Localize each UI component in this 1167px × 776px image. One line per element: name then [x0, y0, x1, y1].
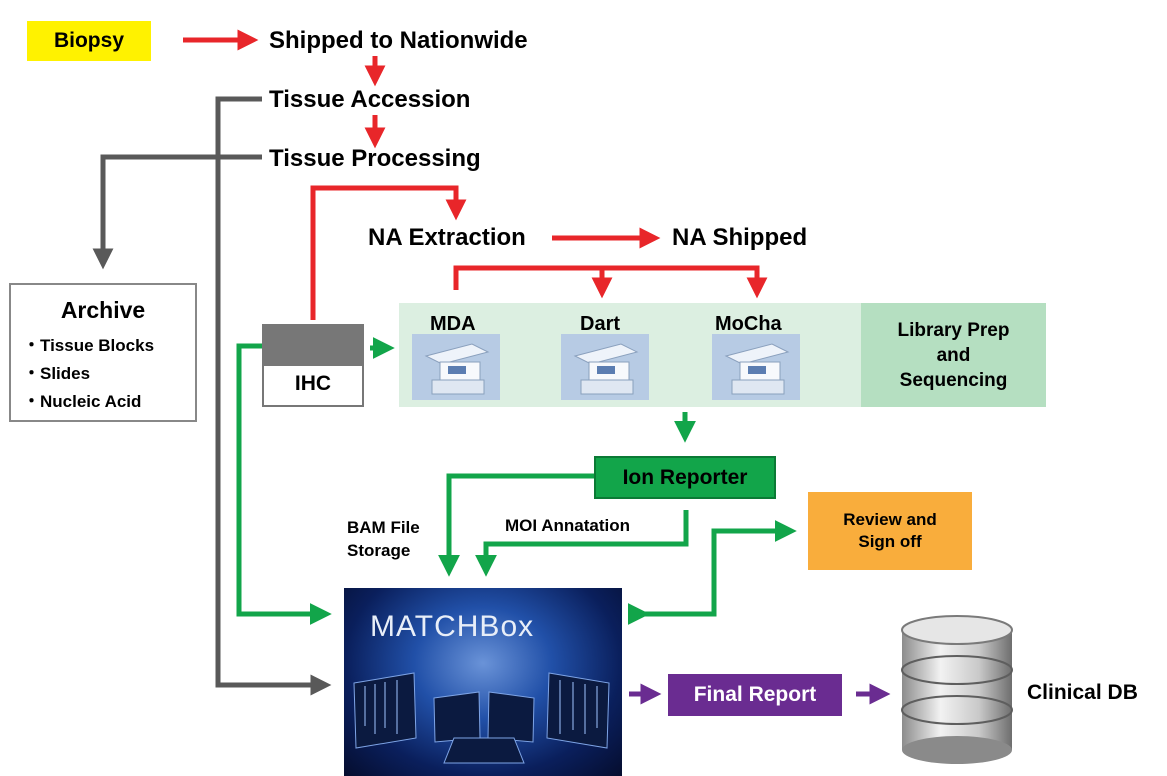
biopsy-box: Biopsy — [27, 21, 151, 61]
bam-storage-label: BAM File Storage — [347, 518, 420, 560]
archive-item: ・Tissue Blocks — [23, 336, 155, 355]
na-extraction-label: NA Extraction — [368, 224, 526, 251]
library-prep-label: Library Prep and Sequencing — [897, 319, 1010, 391]
matchbox-image: MATCHBox — [344, 588, 622, 776]
archive-item: ・Nucleic Acid — [23, 392, 142, 411]
ion-reporter-label: Ion Reporter — [622, 465, 748, 489]
review-label: Review and Sign off — [843, 510, 937, 551]
clinical-db-label: Clinical DB — [1027, 681, 1138, 704]
ihc-header-bar — [264, 326, 362, 366]
arrow-accession-matchbox — [215, 96, 332, 696]
na-shipped-label: NA Shipped — [672, 224, 808, 251]
library-prep-box: Library Prep and Sequencing — [861, 303, 1046, 407]
gray-arrows — [92, 96, 332, 696]
green-arrows — [236, 336, 797, 626]
review-box: Review and Sign off — [808, 492, 972, 570]
final-report-label: Final Report — [693, 683, 817, 706]
database-icon — [901, 615, 1013, 764]
archive-box: Archive ・Tissue Blocks ・Slides ・Nucleic … — [9, 283, 197, 422]
arrow-ihc-matchbox — [236, 343, 332, 626]
lab-mocha-label: MoCha — [715, 313, 782, 335]
arrow-processing-ihc-na — [310, 185, 467, 320]
biopsy-label: Biopsy — [53, 29, 124, 52]
final-report-box: Final Report — [668, 674, 842, 716]
red-arrows — [183, 29, 768, 320]
accession-label: Tissue Accession — [269, 86, 471, 113]
matchbox-label: MATCHBox — [370, 610, 535, 643]
processing-label: Tissue Processing — [269, 145, 481, 172]
archive-title: Archive — [60, 297, 146, 323]
lab-dart-label: Dart — [580, 313, 621, 335]
ihc-box: IHC — [262, 324, 364, 407]
lab-mda-label: MDA — [430, 313, 476, 335]
arrow-processing-archive — [92, 154, 262, 270]
shipped-label: Shipped to Nationwide — [269, 27, 528, 54]
arrow-bam-storage — [437, 473, 594, 577]
computers-icon — [353, 672, 610, 764]
sequencer-icon — [561, 334, 649, 400]
arrow-na-to-labs — [453, 265, 768, 299]
moi-annotation-label: MOI Annatation — [505, 516, 630, 535]
sequencer-icon — [712, 334, 800, 400]
sequencer-icon — [412, 334, 500, 400]
ion-reporter-box: Ion Reporter — [594, 456, 776, 499]
ihc-label: IHC — [294, 372, 332, 395]
archive-item: ・Slides — [23, 364, 91, 383]
arrow-review-matchbox — [627, 519, 797, 626]
